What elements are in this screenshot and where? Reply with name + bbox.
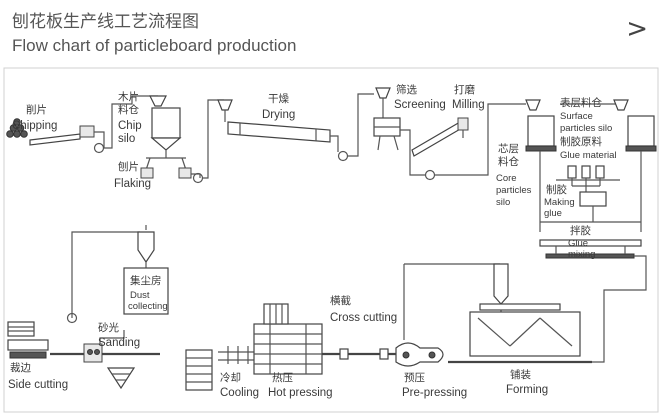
chip-silo	[151, 107, 181, 139]
cooling-label-cn: 冷却	[220, 371, 241, 384]
milling-label-cn: 打磨	[454, 83, 475, 96]
chipper	[79, 125, 95, 138]
surface-particles-silo	[627, 115, 655, 147]
drying-unit	[217, 93, 374, 162]
milling-conveyor	[411, 121, 463, 157]
dust-label-en1: Dust	[130, 290, 150, 301]
screening-label-en: Screening	[394, 99, 446, 111]
flaker-left	[140, 167, 154, 179]
cross-cutting-label-en: Cross cutting	[330, 312, 397, 324]
rotary-dryer	[227, 121, 331, 143]
chip-silo-unit	[140, 95, 224, 184]
core-silo-label-cn1: 芯层	[498, 142, 519, 155]
chip-silo-label-en2: silo	[118, 133, 135, 145]
glue-mixing-label-cn: 拌胶	[570, 224, 591, 237]
drying-fan-icon	[337, 150, 349, 162]
core-cyclone	[525, 99, 541, 111]
forming-unit	[403, 263, 592, 364]
glue-blender	[539, 239, 642, 247]
flaker-right	[178, 167, 192, 179]
pre-pressing-label-en: Pre-pressing	[402, 387, 467, 399]
chip-silo-label-cn1: 木片	[118, 90, 139, 103]
surface-silo-label-en2: particles silo	[560, 123, 612, 134]
dust-label-en2: collecting	[128, 301, 168, 312]
dust-label-cn: 集尘房	[130, 274, 162, 287]
chipping-fan-icon	[93, 142, 105, 154]
making-glue-label-en2: glue	[544, 208, 562, 219]
cooling-label-en: Cooling	[220, 387, 259, 399]
screening-label-cn: 筛选	[396, 83, 417, 96]
board-stack	[7, 321, 35, 337]
glue-material-label-en: Glue material	[560, 150, 617, 161]
chip-silo-label-en1: Chip	[118, 120, 142, 132]
flaking-fan-icon	[192, 172, 204, 184]
glue-mixing-label-en1: Glue	[568, 238, 588, 249]
milling-label-en: Milling	[452, 99, 485, 111]
glue-material-label-cn: 制胶原料	[560, 135, 602, 148]
glue-mixing-label-en2: mixing	[568, 249, 595, 260]
core-silo-label-en3: silo	[496, 197, 510, 208]
log-pile	[6, 118, 28, 138]
core-silo-label-en2: particles	[496, 185, 532, 196]
flaking-label-cn: 刨片	[118, 160, 139, 173]
screening-unit	[373, 87, 526, 181]
header: 刨花板生产线工艺流程图 Flow chart of particleboard …	[0, 0, 662, 64]
hot-pressing-label-cn: 热压	[272, 371, 293, 384]
drying-cyclone	[217, 99, 233, 111]
side-cutting-label-cn: 裁边	[10, 361, 31, 374]
chip-cyclone	[149, 95, 167, 107]
forming-label-cn: 铺装	[510, 368, 531, 381]
sanding-hopper	[106, 367, 136, 390]
surface-silo-label-en1: Surface	[560, 111, 593, 122]
core-particles-silo	[527, 115, 555, 147]
side-cutting-label-en: Side cutting	[8, 379, 68, 391]
dust-cyclone	[137, 231, 155, 264]
forming-station	[469, 311, 581, 357]
chipping-label-cn: 削片	[26, 103, 47, 116]
pre-press-unit	[395, 342, 444, 367]
dust-house	[123, 267, 169, 315]
dust-fan-icon	[66, 312, 78, 324]
silo-unit	[525, 99, 657, 363]
screening-cyclone	[375, 87, 391, 99]
page-title-cn: 刨花板生产线工艺流程图	[12, 12, 199, 32]
side-cutting-saw	[7, 339, 49, 351]
making-glue-label-cn: 制胶	[546, 183, 567, 196]
pre-press-belt	[395, 342, 444, 367]
core-silo-label-en1: Core	[496, 173, 517, 184]
surface-cyclone	[613, 99, 629, 111]
chip-conveyor	[29, 133, 81, 146]
core-silo-label-cn2: 料仓	[498, 155, 519, 168]
drying-label-en: Drying	[262, 109, 295, 121]
cooling-stack	[185, 349, 213, 391]
screening-fan-icon	[424, 169, 436, 181]
flaking-label-en: Flaking	[114, 178, 151, 190]
chipping-unit	[6, 95, 158, 154]
pre-pressing-label-cn: 预压	[404, 372, 425, 384]
sander	[83, 343, 103, 363]
hot-pressing-label-en: Hot pressing	[268, 387, 333, 399]
surface-silo-label-cn: 表层料仓	[560, 96, 602, 109]
finishing-unit	[7, 321, 160, 390]
glue-kitchen	[579, 191, 607, 207]
drying-label-cn: 干燥	[268, 93, 289, 105]
cooling-unit	[185, 346, 256, 391]
hot-press	[253, 323, 323, 375]
hot-press-unit	[253, 303, 404, 375]
sanding-label-en: Sanding	[98, 337, 140, 349]
forming-label-en: Forming	[506, 384, 548, 396]
dust-collecting-unit	[66, 225, 169, 324]
sanding-label-cn: 砂光	[98, 321, 119, 334]
mill	[457, 117, 469, 131]
chevron-right-icon[interactable]: >	[626, 14, 648, 44]
page-title-en: Flow chart of particleboard production	[12, 36, 297, 55]
forming-cyclone	[493, 263, 509, 305]
cross-cutting-label-cn: 横截	[330, 294, 351, 307]
chipping-label-en: Chipping	[12, 120, 57, 132]
chip-silo-label-cn2: 料仓	[118, 103, 139, 116]
making-glue-label-en1: Making	[544, 197, 575, 208]
diagram-frame	[3, 67, 659, 413]
